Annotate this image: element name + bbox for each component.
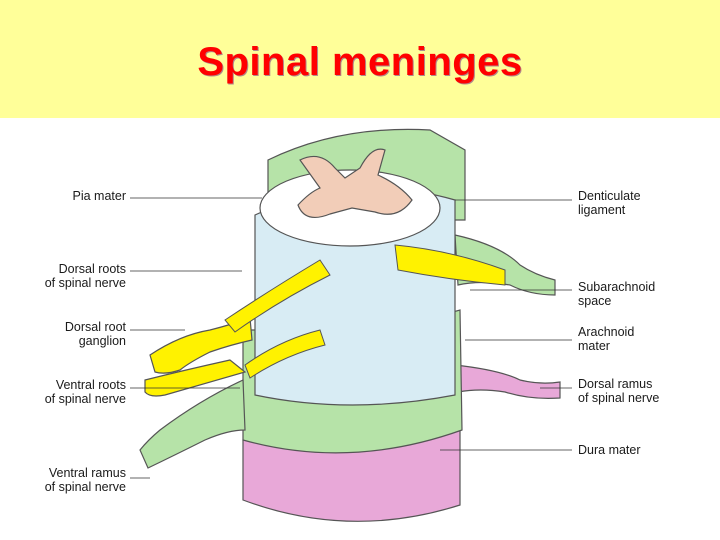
leader-lines (130, 197, 572, 479)
dorsal-ramus-shape (454, 364, 561, 399)
dorsal-root-ganglion-shape (149, 317, 253, 374)
slide-title: Spinal meninges (197, 40, 523, 84)
label-denticulate-ligament: Denticulate ligament (578, 189, 641, 217)
ventral-rootlets (244, 329, 326, 379)
label-dura-mater: Dura mater (578, 443, 641, 457)
label-pia-mater: Pia mater (72, 189, 127, 203)
ventral-ramus-shape (139, 379, 246, 469)
title-band (0, 0, 720, 118)
label-subarachnoid-space: Subarachnoid space (578, 280, 656, 308)
ventral-roots-shape (144, 359, 247, 397)
dorsal-rootlets-right (394, 244, 506, 286)
label-dorsal-roots: Dorsal roots of spinal nerve (44, 262, 126, 290)
label-ventral-roots: Ventral roots of spinal nerve (44, 378, 126, 406)
grey-matter-shape (297, 148, 413, 219)
label-dorsal-ramus: Dorsal ramus of spinal nerve (578, 377, 660, 405)
label-ventral-ramus: Ventral ramus of spinal nerve (44, 466, 126, 494)
label-arachnoid-mater: Arachnoid mater (578, 325, 635, 353)
label-dorsal-root-ganglion: Dorsal root ganglion (64, 320, 126, 348)
dorsal-rootlets-left (224, 259, 331, 333)
